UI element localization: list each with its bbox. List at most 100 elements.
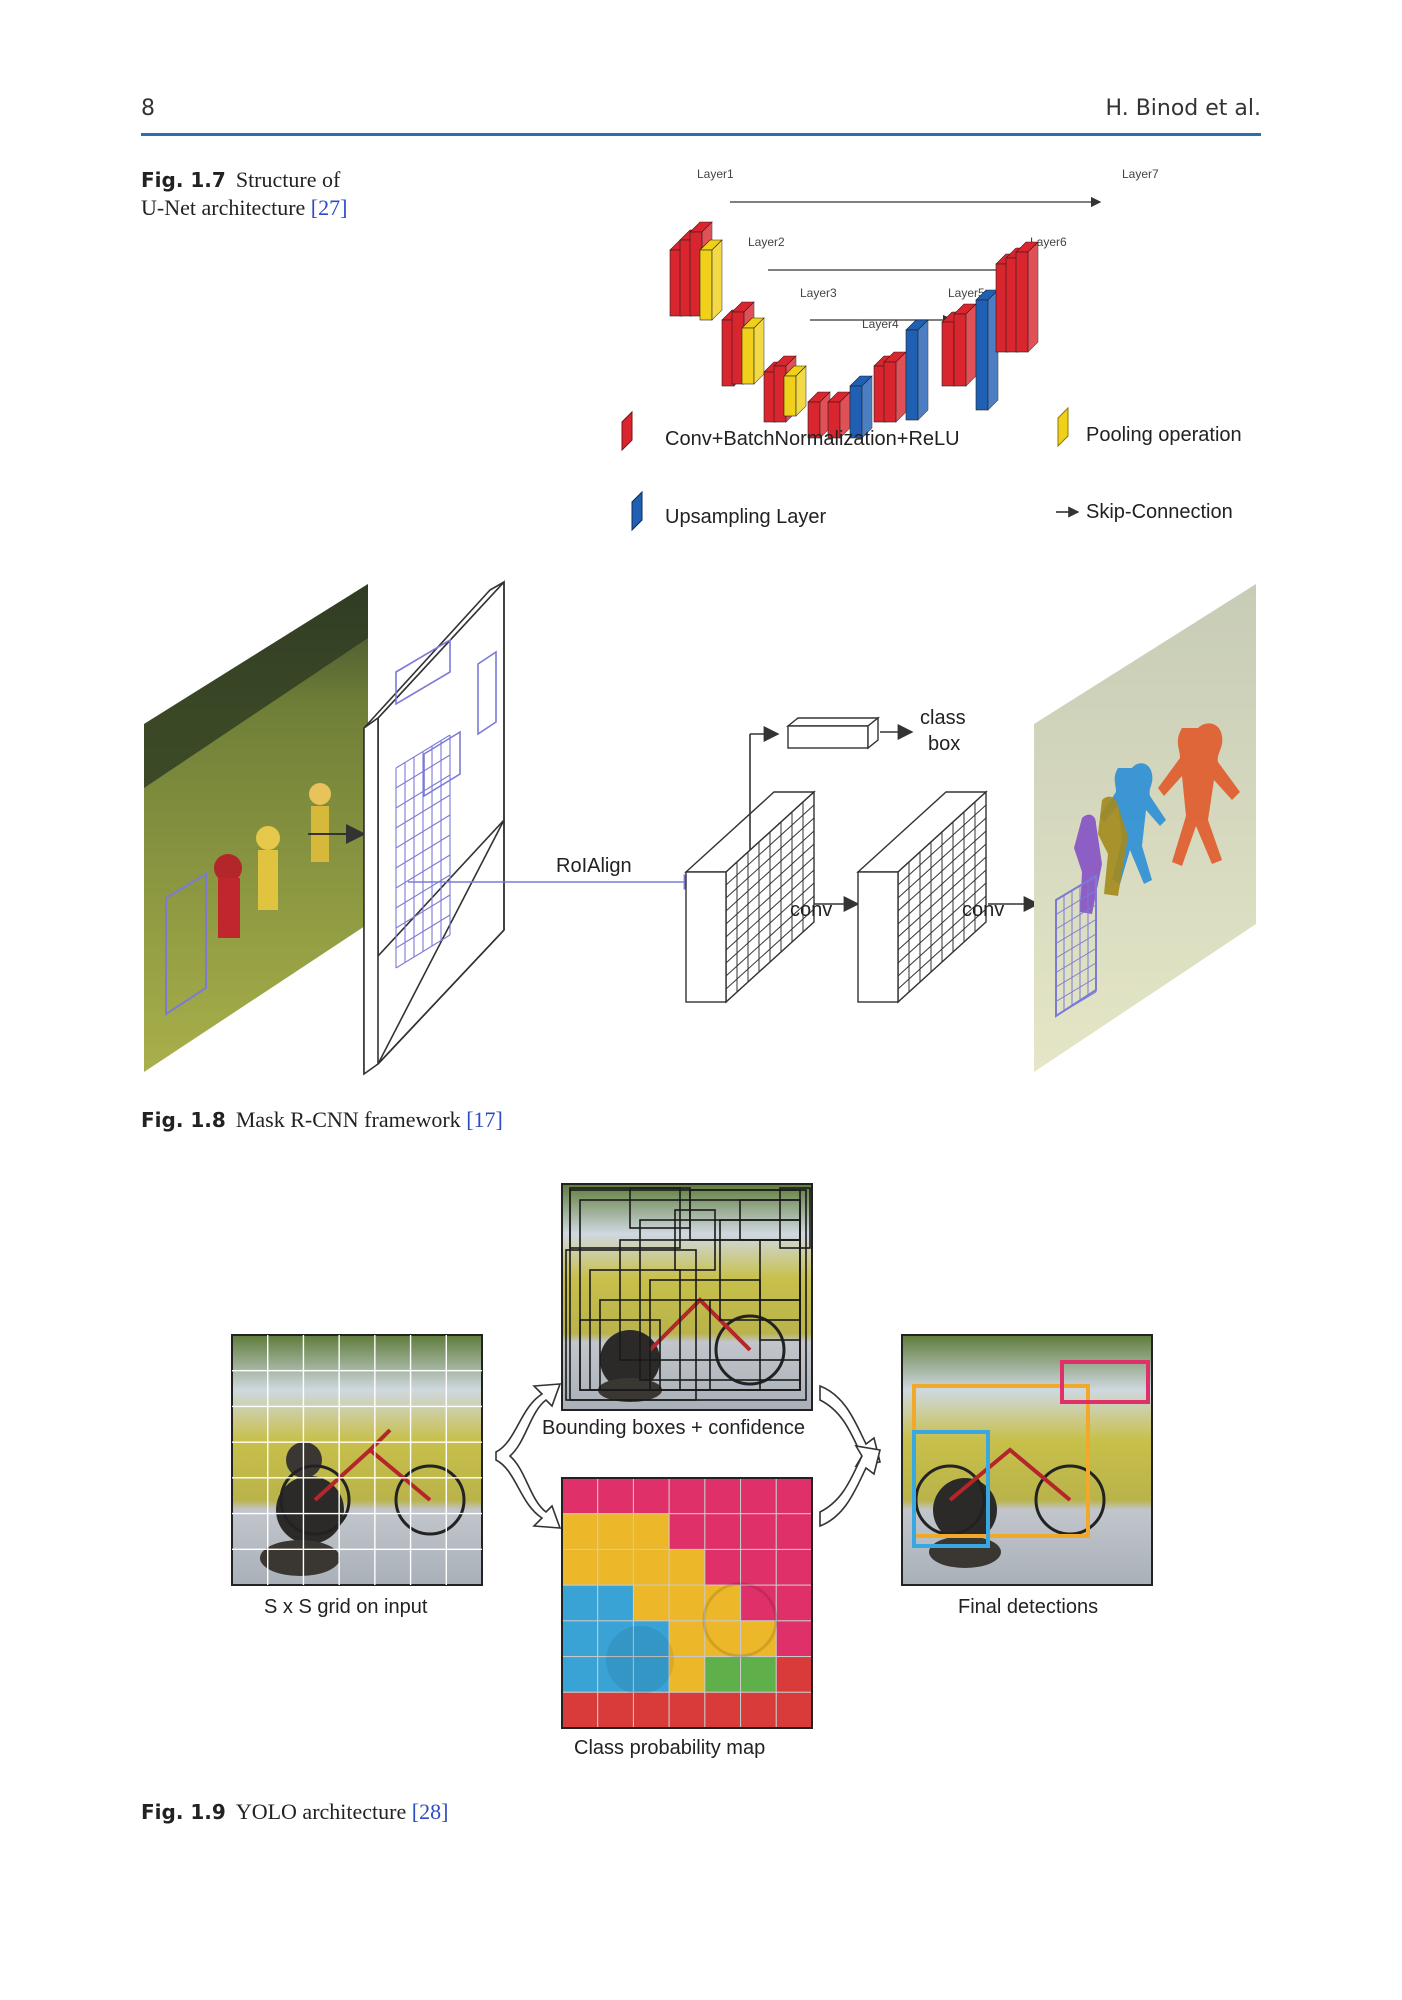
roi-grid-line bbox=[395, 874, 451, 909]
output-grid-line bbox=[1055, 875, 1097, 901]
detection-box-dog bbox=[912, 1430, 990, 1548]
unet-block-pool bbox=[699, 249, 713, 321]
output-grid-line bbox=[1055, 948, 1097, 973]
merge-arrows bbox=[819, 1384, 881, 1528]
output-grid-line bbox=[1055, 933, 1097, 959]
legend-conv-swatch bbox=[621, 410, 633, 452]
layer6-label: Layer6 bbox=[1030, 235, 1067, 249]
class-map-cell bbox=[561, 1584, 599, 1622]
unet-diagram: Layer1 Layer2 Layer3 Layer4 Layer5 Layer… bbox=[621, 167, 1242, 532]
class-map-cell bbox=[597, 1548, 634, 1586]
output-grid-line bbox=[1055, 890, 1097, 915]
class-map-cell bbox=[597, 1584, 634, 1622]
fig17-cite[interactable]: [27] bbox=[310, 195, 348, 220]
class-probability-map bbox=[561, 1477, 813, 1729]
class-map-cell bbox=[597, 1477, 634, 1515]
output-mask-image bbox=[1034, 584, 1256, 1072]
class-map-cell bbox=[632, 1691, 670, 1729]
class-map-cell bbox=[597, 1691, 634, 1729]
class-map-cell bbox=[668, 1477, 706, 1515]
bounding-boxes-image bbox=[561, 1183, 813, 1411]
class-map-cell bbox=[668, 1584, 706, 1622]
grid-label: S x S grid on input bbox=[264, 1596, 428, 1618]
box-label: box bbox=[928, 733, 960, 755]
class-box-fc-block bbox=[786, 716, 880, 750]
legend-pool-text: Pooling operation bbox=[1086, 424, 1242, 446]
cube-grid-line bbox=[725, 791, 815, 873]
fig17-label: Fig. 1.7 bbox=[141, 168, 226, 192]
class-map-cell bbox=[668, 1513, 706, 1550]
legend-pool-swatch bbox=[1057, 406, 1069, 448]
class-map-cell bbox=[775, 1513, 813, 1550]
output-grid-line bbox=[1055, 977, 1097, 1002]
class-map-cell bbox=[775, 1620, 813, 1658]
class-map-cell bbox=[775, 1548, 813, 1586]
layer7-label: Layer7 bbox=[1122, 167, 1159, 181]
output-grid-line bbox=[1055, 991, 1097, 1017]
cube-grid-line bbox=[897, 869, 987, 951]
class-map-cell bbox=[561, 1548, 599, 1586]
unet-block-upsample-side bbox=[861, 375, 873, 439]
roi-grid-line bbox=[395, 934, 451, 969]
roi-feature-cube-2 bbox=[856, 790, 988, 1004]
output-grid-line bbox=[1055, 919, 1097, 944]
class-map-cell bbox=[632, 1656, 670, 1693]
class-map-cell bbox=[597, 1656, 634, 1693]
fig19-cite[interactable]: [28] bbox=[411, 1799, 449, 1824]
cube-grid-line bbox=[725, 804, 815, 886]
cube-grid-line bbox=[725, 895, 815, 977]
roi-grid-line bbox=[395, 754, 451, 789]
output-grid-line bbox=[1055, 904, 1097, 930]
header-rule bbox=[141, 133, 1261, 136]
candidate-box bbox=[569, 1187, 681, 1249]
cube-grid-line bbox=[897, 921, 987, 1003]
class-map-cell bbox=[668, 1656, 706, 1693]
class-map-cell bbox=[561, 1656, 599, 1693]
unet-block-pool-side bbox=[795, 365, 807, 417]
unet-block-pool-side bbox=[753, 317, 765, 385]
roi-grid-line bbox=[395, 854, 451, 889]
unet-block-conv bbox=[1015, 251, 1029, 353]
candidate-box bbox=[565, 1249, 697, 1401]
sxs-grid-input-image bbox=[231, 1334, 483, 1586]
layer2-label: Layer2 bbox=[748, 235, 785, 249]
class-map-cell bbox=[561, 1477, 599, 1515]
roi-grid-line bbox=[395, 794, 451, 829]
candidate-box bbox=[629, 1187, 691, 1229]
classmap-label: Class probability map bbox=[574, 1737, 765, 1759]
feature-map-block bbox=[363, 579, 505, 1076]
conv-label-2: conv bbox=[962, 899, 1004, 921]
mask-rcnn-diagram: RoIAlign class box conv conv bbox=[144, 579, 1256, 1076]
legend-upsample-swatch bbox=[631, 490, 643, 532]
class-map-cell bbox=[668, 1620, 706, 1658]
candidate-box bbox=[779, 1187, 811, 1249]
unet-block-upsample-side bbox=[987, 289, 999, 411]
cube-grid-line bbox=[897, 882, 987, 964]
class-map-cell bbox=[668, 1691, 706, 1729]
fig18-label: Fig. 1.8 bbox=[141, 1108, 226, 1132]
cube-grid-line bbox=[897, 908, 987, 990]
cube-grid-line bbox=[897, 830, 987, 912]
class-map-cell bbox=[597, 1620, 634, 1658]
detection-box-car bbox=[1060, 1360, 1150, 1404]
cube-grid-line bbox=[897, 791, 987, 873]
cube-grid-line bbox=[725, 869, 815, 951]
class-label: class bbox=[920, 707, 966, 729]
legend-upsample-text: Upsampling Layer bbox=[665, 506, 827, 528]
roi-grid-line bbox=[395, 914, 451, 949]
unet-block-conv-side bbox=[965, 303, 977, 387]
unet-block-conv-side bbox=[1027, 241, 1039, 353]
layer3-label: Layer3 bbox=[800, 286, 837, 300]
class-map-cell bbox=[561, 1513, 599, 1550]
class-map-cell bbox=[632, 1513, 670, 1550]
legend-skip-text: Skip-Connection bbox=[1086, 501, 1233, 523]
page-header: 8 H. Binod et al. bbox=[141, 96, 1261, 132]
cube-grid-line bbox=[725, 817, 815, 899]
class-map-cell bbox=[704, 1548, 742, 1586]
fig18-cite[interactable]: [17] bbox=[466, 1107, 503, 1132]
candidate-box bbox=[709, 1299, 801, 1391]
output-grid-line bbox=[1055, 962, 1097, 988]
class-map-cell bbox=[740, 1477, 777, 1515]
class-map-cell bbox=[775, 1691, 813, 1729]
yolo-diagram: S x S grid on input Bounding boxes + con… bbox=[231, 1183, 1153, 1759]
